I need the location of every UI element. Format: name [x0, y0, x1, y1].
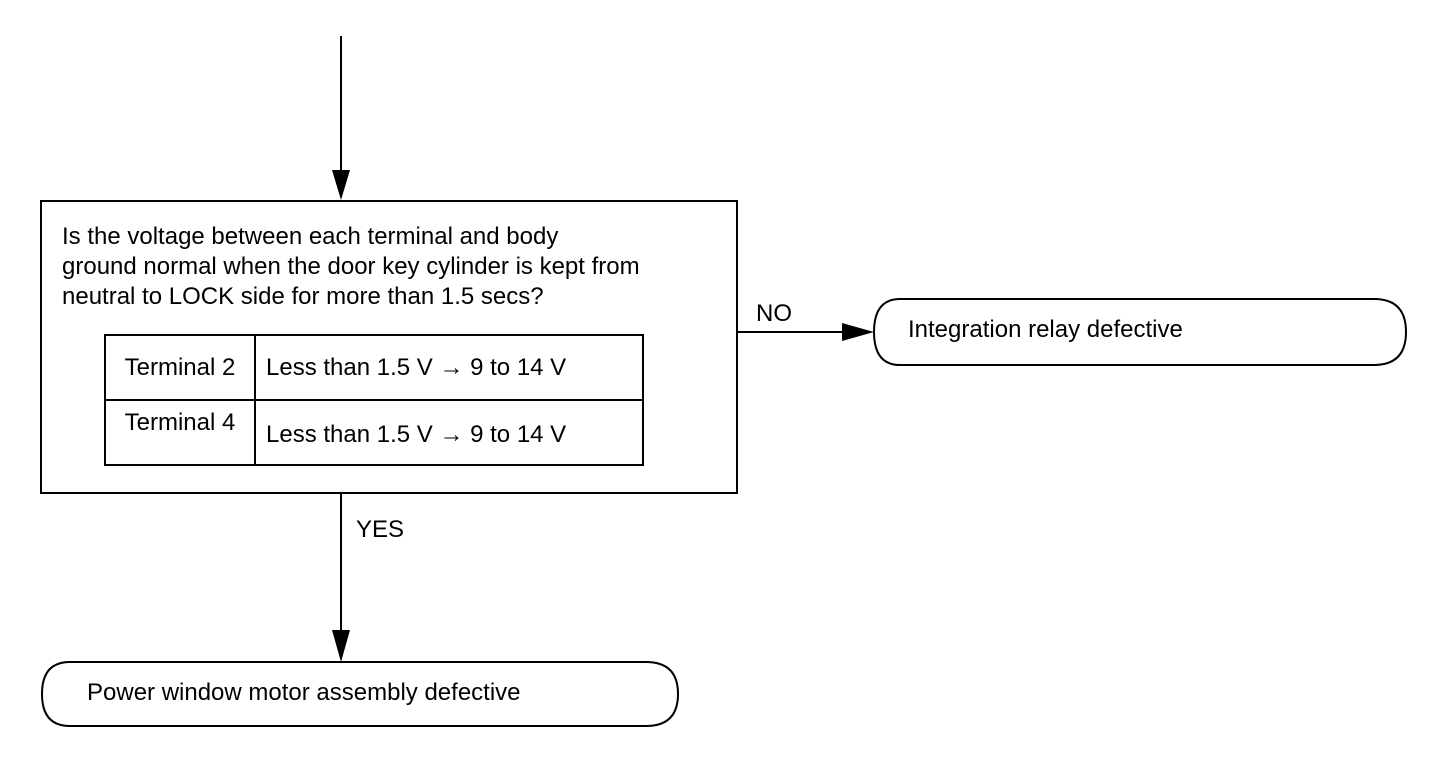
- no-branch-arrowhead: [842, 323, 874, 341]
- no-branch-label: NO: [756, 300, 792, 327]
- decision-question: Is the voltage between each terminal and…: [62, 223, 640, 310]
- power-window-motor-result: Power window motor assembly defective: [87, 679, 521, 706]
- yes-result-terminal-shape: [40, 661, 680, 727]
- yes-branch-arrowhead: [332, 630, 350, 662]
- no-result-terminal-shape: [872, 298, 1408, 366]
- incoming-arrowhead: [332, 170, 350, 200]
- voltage-table: Terminal 2 Less than 1.5 V → 9 to 14 V T…: [104, 334, 644, 466]
- yes-branch-label: YES: [356, 516, 405, 543]
- integration-relay-result: Integration relay defective: [908, 316, 1183, 343]
- terminal-cell: Terminal 4: [106, 401, 256, 464]
- table-row: Terminal 4 Less than 1.5 V → 9 to 14 V: [106, 399, 642, 464]
- voltage-cell: Less than 1.5 V → 9 to 14 V: [266, 420, 567, 448]
- table-row: Terminal 2 Less than 1.5 V → 9 to 14 V: [106, 336, 642, 399]
- voltage-cell: Less than 1.5 V → 9 to 14 V: [266, 353, 567, 381]
- terminal-cell: Terminal 2: [106, 336, 256, 399]
- decision-box: Is the voltage between each terminal and…: [40, 200, 738, 494]
